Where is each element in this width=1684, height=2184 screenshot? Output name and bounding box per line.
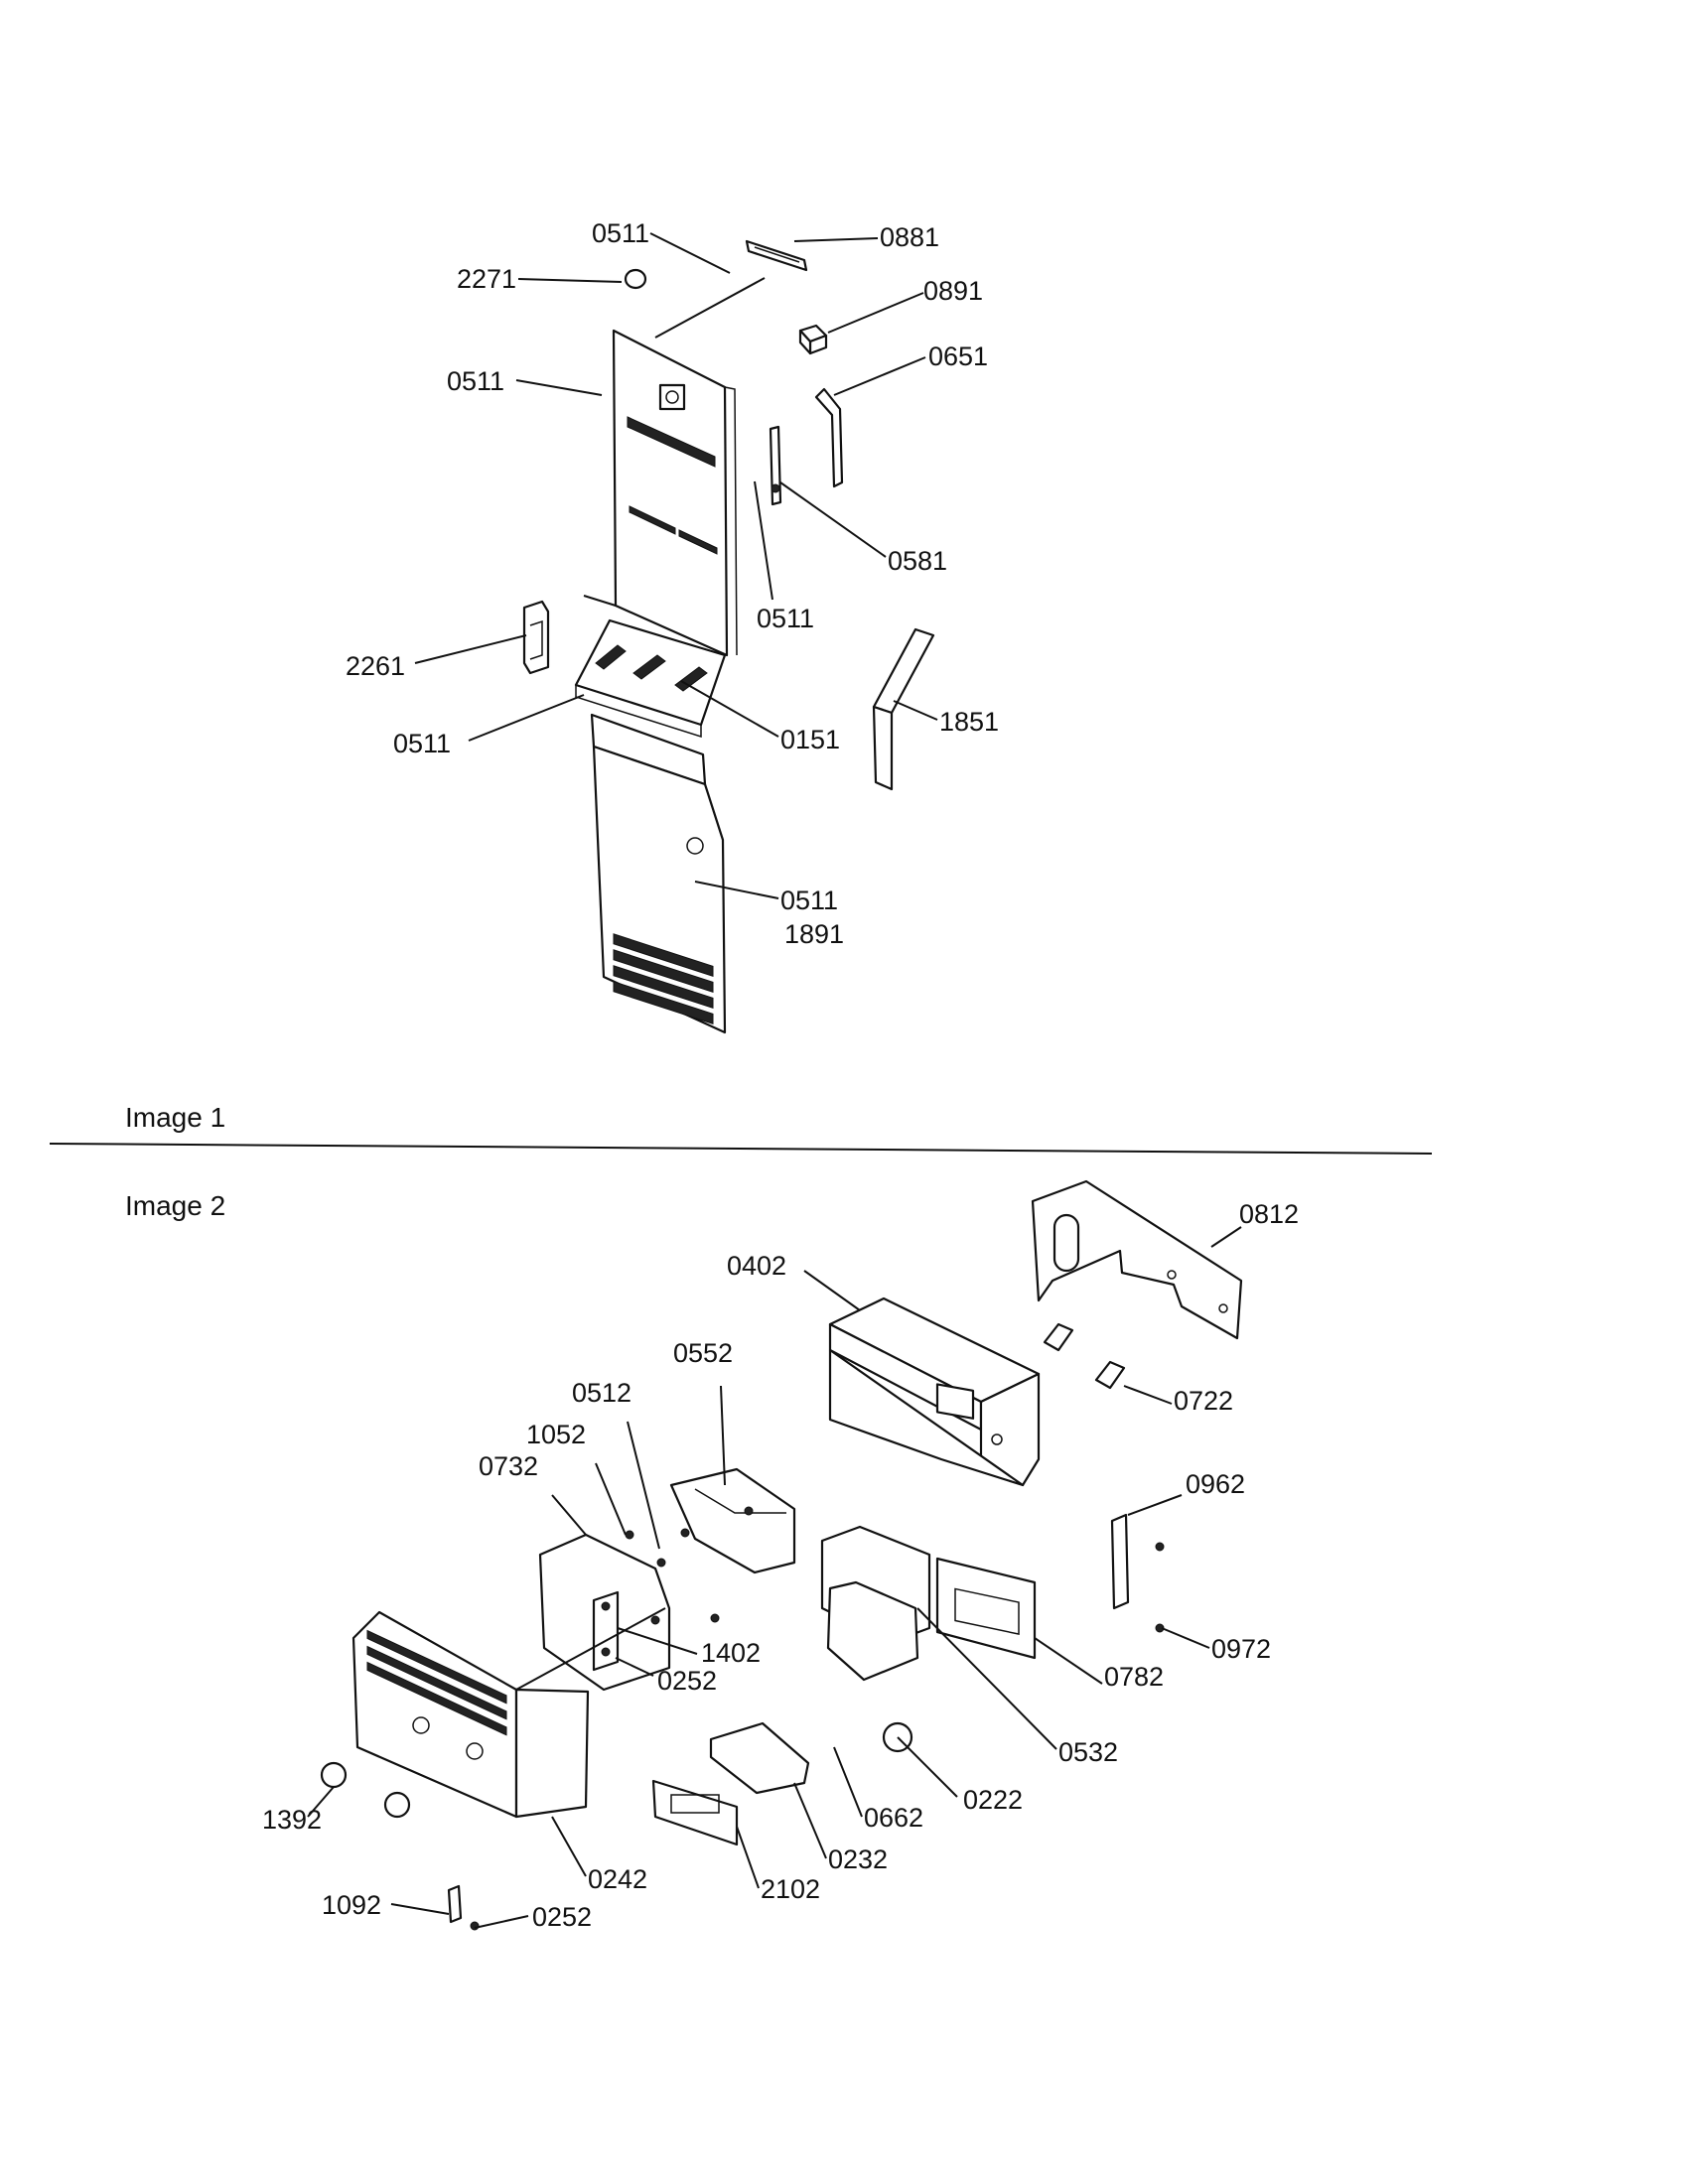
part-small-bracket	[447, 1884, 480, 1931]
section-divider	[49, 1143, 1433, 1155]
callout-0511-b: 0511	[447, 366, 504, 396]
part-top-trim-strip	[745, 239, 808, 272]
section-label-image1: Image 1	[125, 1102, 225, 1133]
callout-0242: 0242	[588, 1864, 647, 1894]
part-louver-shelf	[574, 618, 727, 739]
callout-0532: 0532	[1058, 1737, 1118, 1767]
callout-0511-e: 0511	[780, 886, 838, 915]
callout-0662: 0662	[864, 1803, 923, 1833]
section-label-image2: Image 2	[125, 1190, 225, 1221]
callout-1402: 1402	[701, 1638, 761, 1668]
part-bent-bar	[814, 387, 844, 488]
callout-0252-b: 0252	[532, 1902, 592, 1932]
callout-0511-c: 0511	[757, 604, 814, 633]
callout-1891: 1891	[784, 919, 844, 949]
part-gasket-frame	[935, 1557, 1037, 1660]
part-escutcheon-plate	[651, 1779, 739, 1846]
part-dispenser-housing	[828, 1297, 1041, 1487]
image1-callouts: 0511 0881 2271 0891 0511 0651 0581 0511 …	[346, 218, 999, 949]
callout-0252-a: 0252	[657, 1666, 717, 1696]
part-actuator	[709, 1721, 810, 1795]
part-knobs	[320, 1761, 411, 1819]
callout-1392: 1392	[262, 1805, 322, 1835]
callout-0402: 0402	[727, 1251, 786, 1281]
callout-1851: 1851	[939, 707, 999, 737]
callout-0972: 0972	[1211, 1634, 1271, 1664]
part-switch-bracket	[669, 1467, 796, 1574]
callout-0651: 0651	[928, 341, 988, 371]
image2-exploded-view: 0812 0402 0722 0552 0512 1052 0732 0962 …	[262, 1179, 1299, 1932]
callout-1092: 1092	[322, 1890, 381, 1920]
callout-0511-a: 0511	[592, 218, 649, 248]
part-small-cube	[798, 324, 828, 355]
callout-0722: 0722	[1174, 1386, 1233, 1416]
image1-exploded-view: 0511 0881 2271 0891 0511 0651 0581 0511 …	[346, 218, 999, 1034]
callout-0511-d: 0511	[393, 729, 451, 758]
part-upper-back-panel	[583, 277, 766, 657]
image2-leader-lines	[307, 1226, 1242, 1929]
callout-0891: 0891	[923, 276, 983, 306]
callout-0812: 0812	[1239, 1199, 1299, 1229]
lower-panel-grille	[613, 933, 714, 1024]
image2-callouts: 0812 0402 0722 0552 0512 1052 0732 0962 …	[262, 1199, 1299, 1932]
part-spacers	[1043, 1322, 1126, 1390]
callout-2102: 2102	[761, 1874, 820, 1904]
callout-0581: 0581	[888, 546, 947, 576]
callout-0782: 0782	[1104, 1662, 1164, 1692]
part-switch-block	[538, 1528, 720, 1692]
callout-0222: 0222	[963, 1785, 1023, 1815]
image1-leader-lines	[414, 232, 938, 899]
callout-0232: 0232	[828, 1844, 888, 1874]
callout-0512: 0512	[572, 1378, 632, 1408]
callout-0732: 0732	[479, 1451, 538, 1481]
part-dispenser-cup	[820, 1525, 931, 1753]
part-side-clip	[522, 600, 550, 675]
callout-0151: 0151	[780, 725, 840, 754]
callout-0962: 0962	[1186, 1469, 1245, 1499]
part-mounting-bracket	[1031, 1179, 1243, 1340]
callout-2261: 2261	[346, 651, 405, 681]
part-side-rail	[1110, 1513, 1165, 1633]
part-lower-front-panel	[590, 713, 727, 1034]
part-round-knob	[624, 268, 647, 290]
callout-1052: 1052	[526, 1420, 586, 1449]
callout-0552: 0552	[673, 1338, 733, 1368]
callout-2271: 2271	[457, 264, 516, 294]
part-angle-strip	[872, 627, 935, 791]
part-mounting-rod	[769, 425, 782, 506]
part-front-cover	[351, 1610, 590, 1819]
callout-0881: 0881	[880, 222, 939, 252]
